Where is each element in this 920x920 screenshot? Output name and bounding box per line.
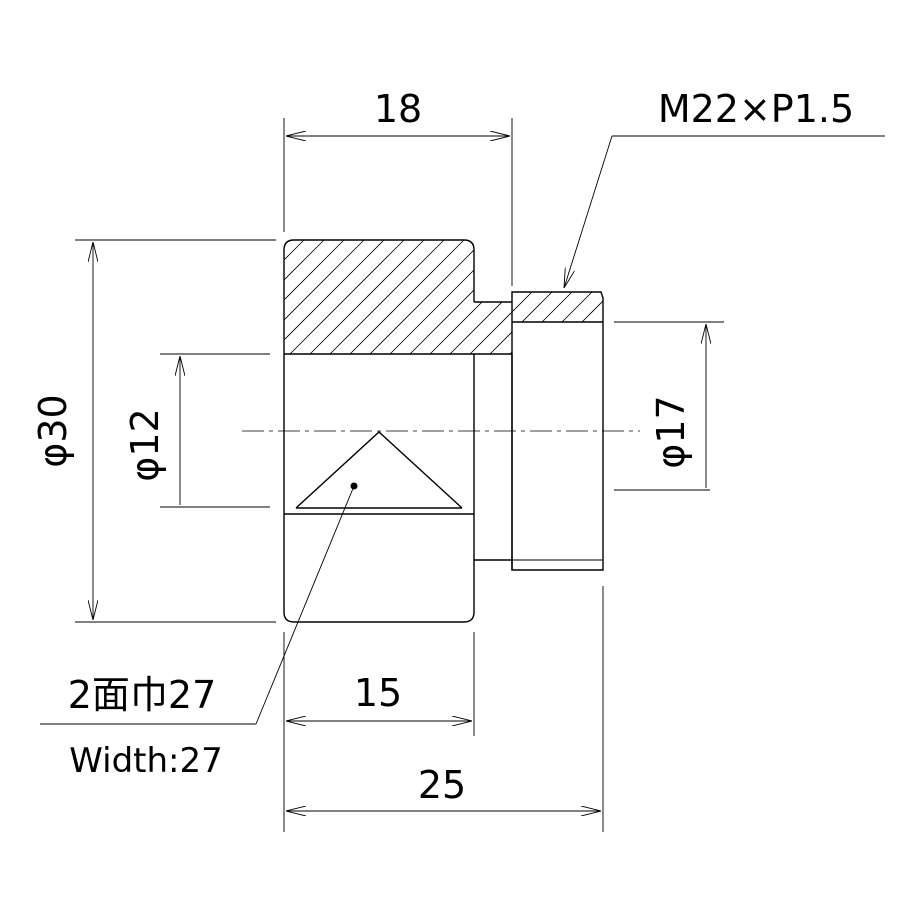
hatch-line bbox=[284, 240, 345, 354]
hatch-line bbox=[644, 240, 804, 400]
dimension-18: 18 bbox=[374, 87, 422, 131]
hatch-line bbox=[284, 240, 445, 354]
hatch-line bbox=[724, 240, 884, 400]
hatch-line bbox=[583, 240, 603, 354]
hatch-line bbox=[624, 240, 784, 400]
hatch-line bbox=[303, 240, 465, 354]
dimension-lines bbox=[93, 136, 706, 811]
hatch-line bbox=[463, 240, 603, 354]
hatch-line bbox=[804, 240, 920, 400]
hatch-line bbox=[284, 240, 325, 354]
leader-lines bbox=[40, 135, 885, 725]
hatch-line bbox=[784, 240, 920, 400]
hatch-line bbox=[563, 240, 603, 354]
hatch-line bbox=[284, 240, 365, 354]
hatch-line bbox=[704, 240, 864, 400]
hatch-line bbox=[363, 240, 525, 354]
dimension-dia-30: φ30 bbox=[31, 394, 75, 467]
extension-lines bbox=[75, 118, 724, 832]
dimension-dia-12: φ12 bbox=[123, 408, 167, 481]
hatch-line bbox=[284, 240, 425, 354]
dimension-15: 15 bbox=[354, 671, 402, 715]
hatch-line bbox=[403, 240, 565, 354]
hatch-line bbox=[383, 240, 545, 354]
hatch-line bbox=[664, 240, 824, 400]
thread-callout: M22×P1.5 bbox=[658, 87, 854, 131]
hatch-line bbox=[284, 240, 405, 354]
section-hatching bbox=[284, 240, 920, 400]
hatch-line bbox=[764, 240, 920, 400]
part-outline bbox=[283, 239, 604, 623]
hatch-line bbox=[543, 240, 603, 354]
hatch-line bbox=[443, 240, 603, 354]
dimension-dia-17: φ17 bbox=[649, 395, 693, 468]
hatch-line bbox=[744, 240, 904, 400]
hatch-line bbox=[684, 240, 844, 400]
hatch-line bbox=[284, 240, 385, 354]
dimension-25: 25 bbox=[418, 763, 466, 807]
hatch-line bbox=[824, 240, 920, 400]
hatch-line bbox=[483, 240, 603, 354]
hatch-line bbox=[343, 240, 505, 354]
hatch-line bbox=[604, 240, 764, 400]
hatch-line bbox=[323, 240, 485, 354]
hatch-line bbox=[284, 240, 305, 354]
hatch-line bbox=[503, 240, 603, 354]
hatch-line bbox=[284, 240, 285, 354]
hatch-line bbox=[423, 240, 585, 354]
hatch-line bbox=[523, 240, 603, 354]
width-label-jp: 2面巾27 bbox=[68, 673, 217, 717]
width-label-en: Width:27 bbox=[69, 741, 223, 781]
